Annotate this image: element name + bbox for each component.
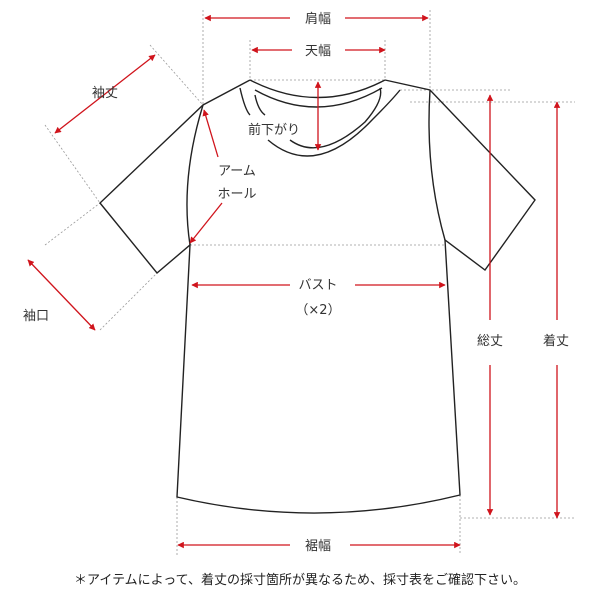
label-hem-width: 裾幅 xyxy=(305,539,331,554)
label-sleeve-opening: 袖口 xyxy=(23,309,49,324)
label-total-length: 総丈 xyxy=(477,334,503,349)
label-armhole-1: アーム xyxy=(218,164,256,179)
label-front-neck-drop: 前下がり xyxy=(248,122,300,138)
label-sleeve-length: 袖丈 xyxy=(92,86,118,101)
measurement-arrows xyxy=(27,14,561,549)
tshirt-outline xyxy=(99,79,536,514)
label-bust: バスト xyxy=(298,278,337,293)
label-armhole-2: ホール xyxy=(217,187,256,202)
label-neck-width: 天幅 xyxy=(305,44,331,59)
footnote: ＊アイテムによって、着丈の採寸箇所が異なるため、採寸表をご確認下さい。 xyxy=(73,573,526,588)
label-shoulder-width: 肩幅 xyxy=(305,11,331,27)
label-body-length: 着丈 xyxy=(543,333,569,349)
label-bust-note: （×2） xyxy=(295,303,340,318)
